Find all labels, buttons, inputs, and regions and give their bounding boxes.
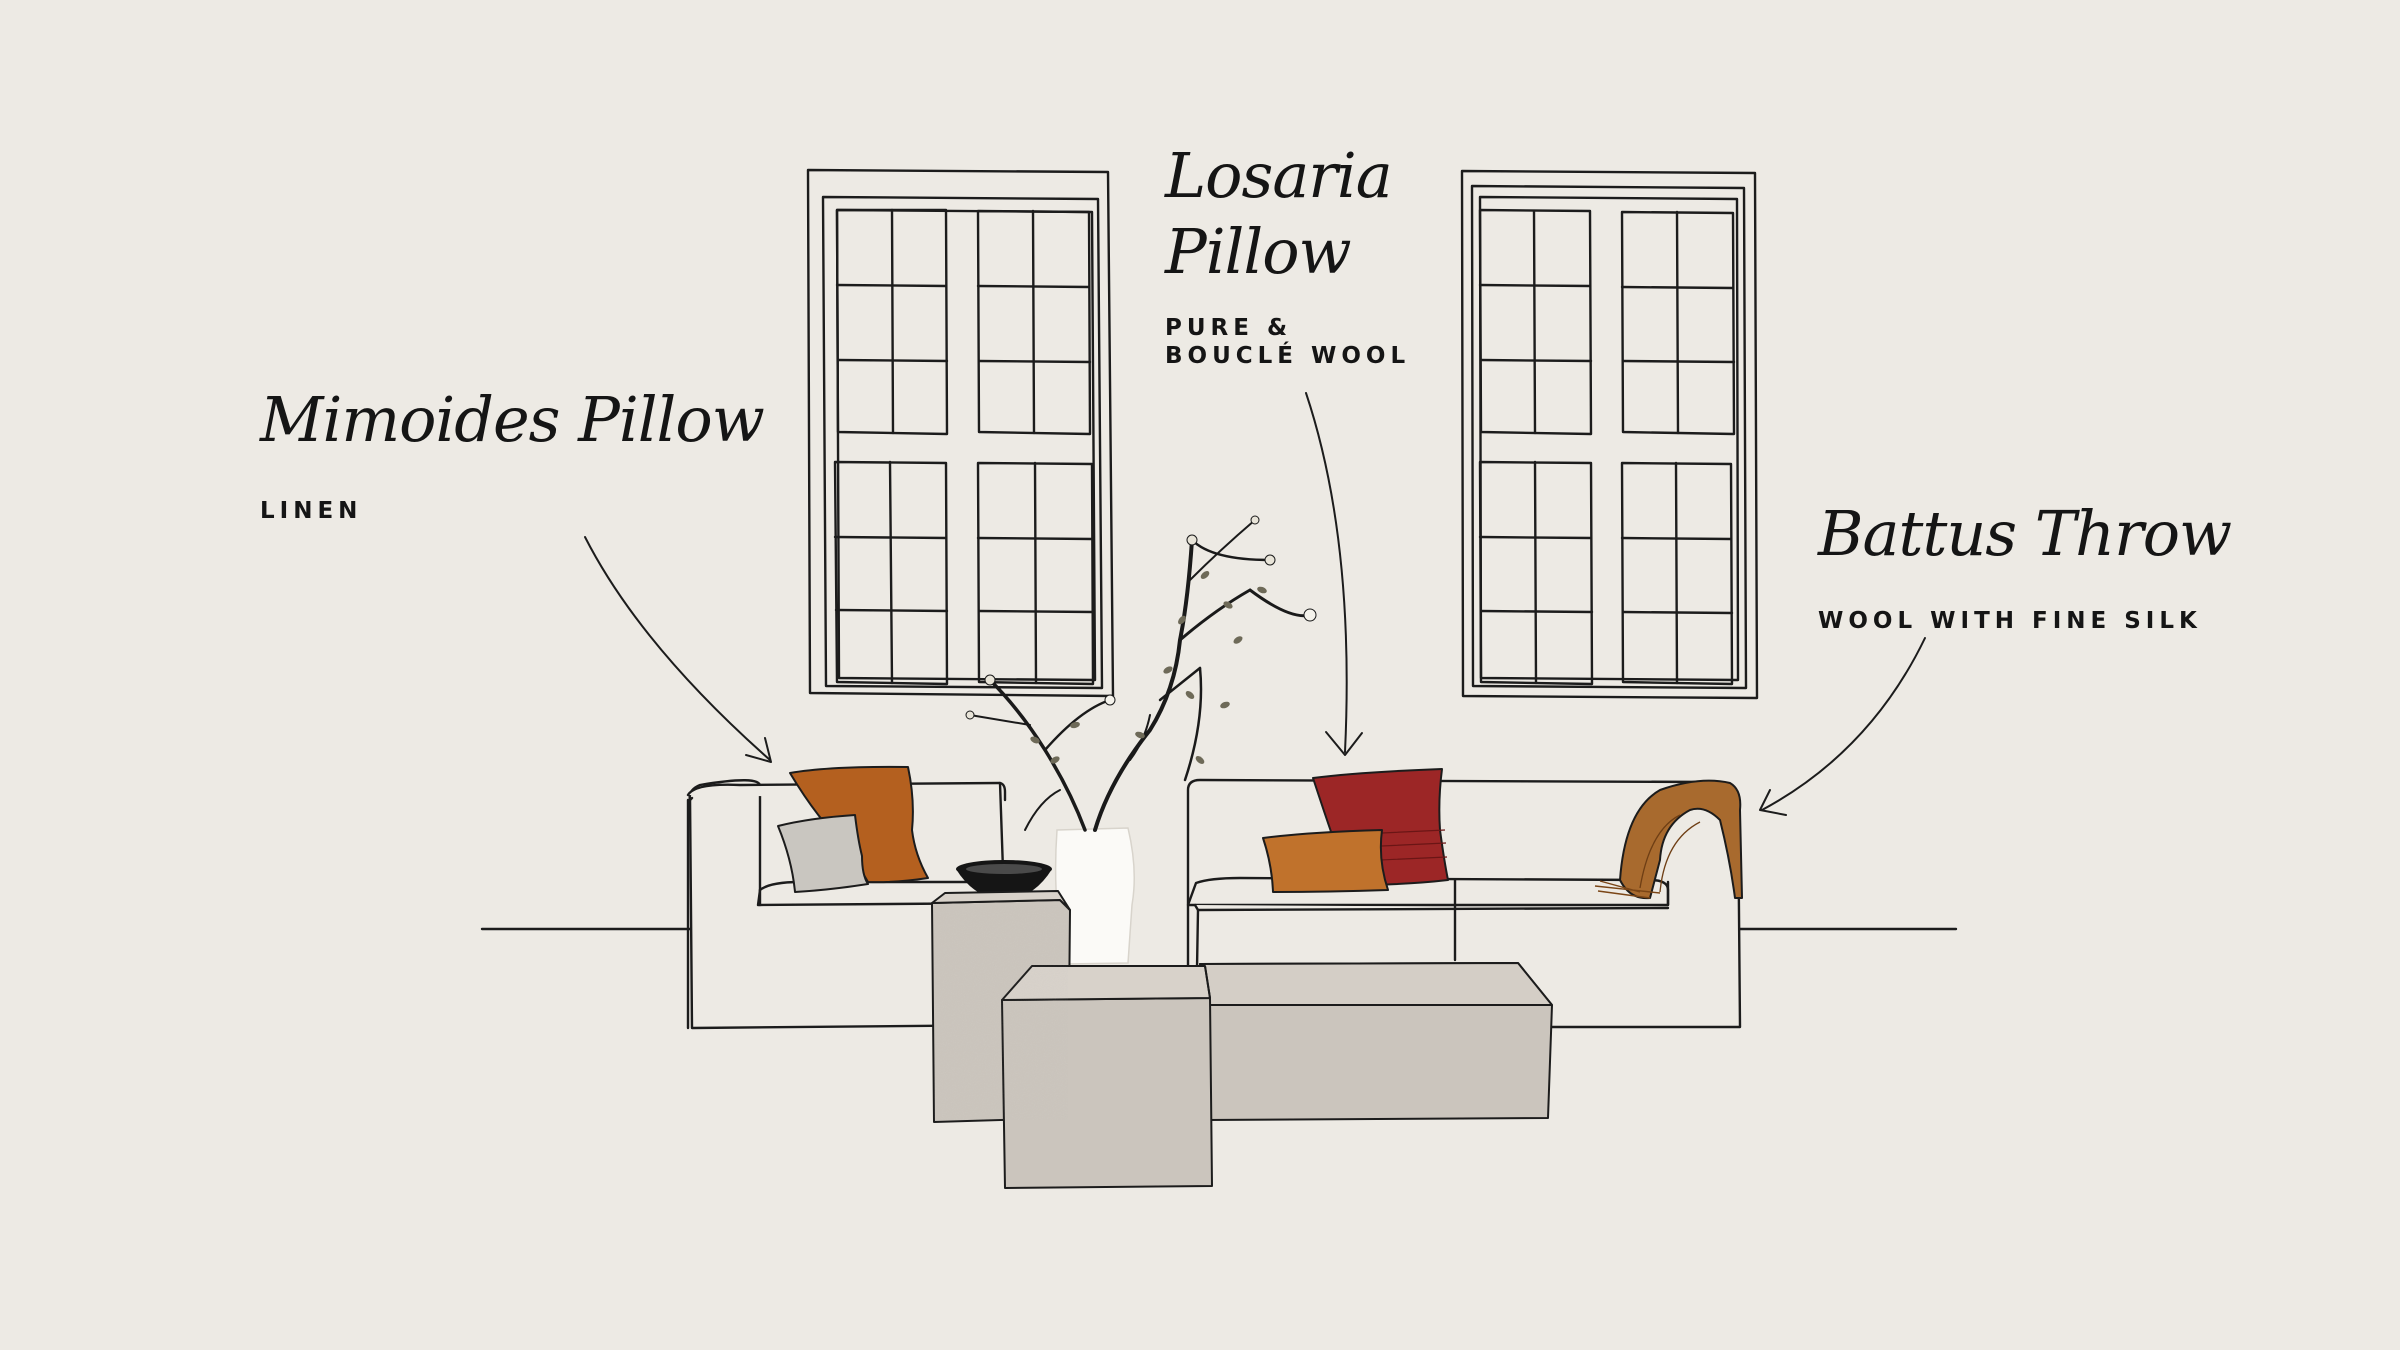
losaria-material-line1: PURE & xyxy=(1165,315,1293,341)
annotation-losaria: Losaria Pillow PURE & BOUCLÉ WOOL xyxy=(1165,138,1410,370)
mimoides-title: Mimoides Pillow xyxy=(260,383,765,456)
losaria-title-line1: Losaria xyxy=(1165,139,1393,212)
battus-throw xyxy=(1594,779,1743,900)
annotation-mimoides: Mimoides Pillow LINEN xyxy=(260,383,765,525)
annotation-battus: Battus Throw WOOL WITH FINE SILK xyxy=(1818,497,2232,635)
branch-buds xyxy=(965,515,1317,764)
left-window xyxy=(806,168,1115,698)
losaria-title-line2: Pillow xyxy=(1165,215,1352,288)
right-window xyxy=(1460,169,1759,700)
mimoides-material: LINEN xyxy=(260,498,363,524)
white-vase xyxy=(1054,827,1135,965)
arrow-battus xyxy=(1761,637,1926,811)
arrow-losaria xyxy=(1305,392,1348,753)
losaria-material-line2: BOUCLÉ WOOL xyxy=(1165,343,1411,369)
annotation-arrows xyxy=(584,392,1926,816)
concrete-blocks xyxy=(931,890,1553,1189)
arrow-mimoides xyxy=(584,536,771,761)
losaria-pillow-ochre xyxy=(1262,829,1389,893)
branches xyxy=(969,519,1312,832)
battus-material: WOOL WITH FINE SILK xyxy=(1818,608,2202,634)
battus-title: Battus Throw xyxy=(1818,497,2232,570)
mimoides-pillow-grey xyxy=(777,814,869,893)
